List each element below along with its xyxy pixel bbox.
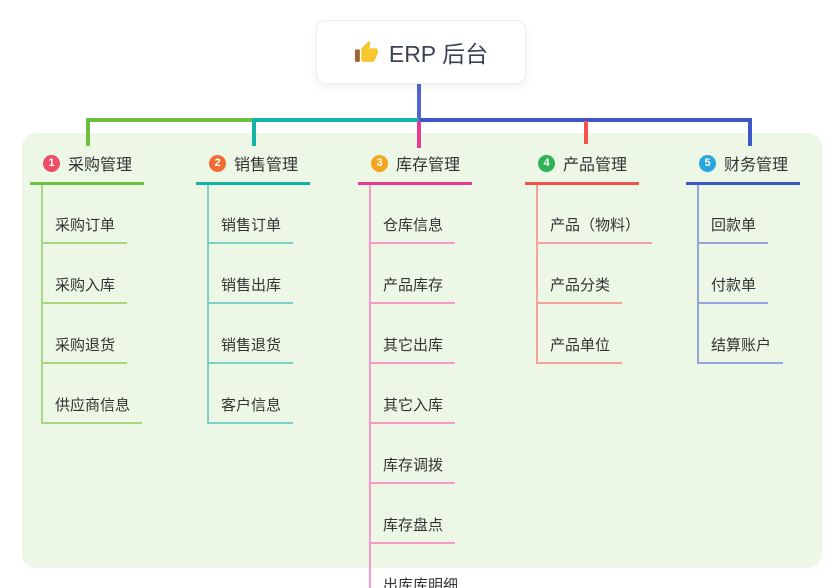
node-item: 库存调拨 <box>369 454 456 484</box>
branch-items: 仓库信息 产品库存 其它出库 其它入库 库存调拨 库存盘点 出库库明细 <box>369 185 472 588</box>
branch-finance: 5 财务管理 回款单 付款单 结算账户 <box>686 151 801 364</box>
branch-inventory: 3 库存管理 仓库信息 产品库存 其它出库 其它入库 库存调拨 库存盘点 出库库… <box>358 151 473 588</box>
connector-branch1-drop <box>86 118 90 146</box>
branch-number-badge: 1 <box>43 154 60 172</box>
node-item: 产品库存 <box>369 274 456 304</box>
node-item: 采购订单 <box>41 214 128 244</box>
node-item: 产品分类 <box>536 274 623 304</box>
branch-title: 5 财务管理 <box>686 151 801 185</box>
branch-number-badge: 5 <box>699 154 716 172</box>
branch-title-label: 采购管理 <box>68 157 133 174</box>
branch-sales: 2 销售管理 销售订单 销售出库 销售退货 客户信息 <box>196 151 311 424</box>
branch-product: 4 产品管理 产品（物料） 产品分类 产品单位 <box>525 151 653 364</box>
root-node: ERP 后台 <box>316 20 526 84</box>
branch-number-badge: 3 <box>371 154 388 172</box>
node-item: 产品（物料） <box>536 214 653 244</box>
branch-title: 1 采购管理 <box>30 151 145 185</box>
connector-branch1-trunk <box>86 118 254 122</box>
branch-items: 产品（物料） 产品分类 产品单位 <box>536 185 653 364</box>
node-item: 采购退货 <box>41 334 128 364</box>
node-item: 其它入库 <box>369 394 456 424</box>
branch-title-label: 销售管理 <box>234 157 299 174</box>
branch-title-label: 财务管理 <box>724 157 789 174</box>
node-item: 仓库信息 <box>369 214 456 244</box>
node-item: 付款单 <box>697 274 769 304</box>
node-item: 产品单位 <box>536 334 623 364</box>
root-node-label: ERP 后台 <box>388 41 489 67</box>
node-item: 出库库明细 <box>369 574 470 588</box>
branch-number-badge: 2 <box>209 154 226 172</box>
node-item: 结算账户 <box>697 334 784 364</box>
branch-number-badge: 4 <box>538 154 555 172</box>
branch-items: 采购订单 采购入库 采购退货 供应商信息 <box>41 185 144 424</box>
branch-title: 2 销售管理 <box>196 151 311 185</box>
connector-root-drop <box>417 82 421 118</box>
branch-purchase: 1 采购管理 采购订单 采购入库 采购退货 供应商信息 <box>30 151 145 424</box>
branches-panel <box>22 133 822 568</box>
node-item: 供应商信息 <box>41 394 143 424</box>
connector-branch2-trunk <box>252 118 419 122</box>
connector-branch5-drop <box>748 118 752 146</box>
connector-branch3-drop <box>417 121 421 148</box>
node-item: 库存盘点 <box>369 514 456 544</box>
node-item: 客户信息 <box>207 394 294 424</box>
branch-items: 销售订单 销售出库 销售退货 客户信息 <box>207 185 310 424</box>
thumbs-up-icon <box>354 40 379 65</box>
node-item: 其它出库 <box>369 334 456 364</box>
branch-title: 4 产品管理 <box>525 151 640 185</box>
branch-title: 3 库存管理 <box>358 151 473 185</box>
connector-branch4-drop <box>584 121 588 144</box>
branch-title-label: 库存管理 <box>396 157 461 174</box>
branch-items: 回款单 付款单 结算账户 <box>697 185 800 364</box>
connector-branch2-drop <box>252 118 256 146</box>
node-item: 销售出库 <box>207 274 294 304</box>
node-item: 销售退货 <box>207 334 294 364</box>
node-item: 销售订单 <box>207 214 294 244</box>
branch-title-label: 产品管理 <box>563 157 628 174</box>
node-item: 采购入库 <box>41 274 128 304</box>
node-item: 回款单 <box>697 214 769 244</box>
connector-branch5-trunk <box>419 118 752 122</box>
